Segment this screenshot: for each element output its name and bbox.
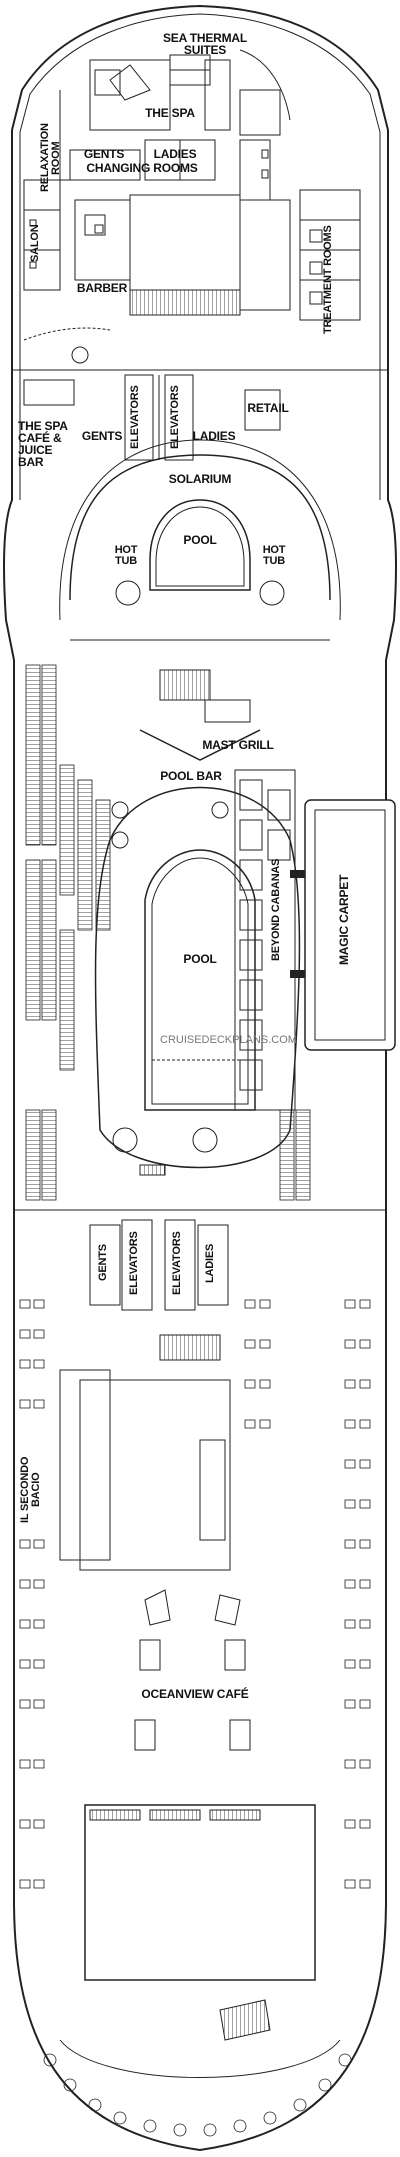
- buffet-stations: [134, 1589, 251, 1751]
- mast-grill-counter: [204, 699, 251, 723]
- gents-changing-label: GENTS: [83, 147, 125, 161]
- cabanas: [234, 769, 296, 1111]
- aft-deck-curve: [59, 2039, 341, 2078]
- elevators-fwd-2-label: ELEVATORS: [169, 385, 181, 449]
- elevator-bank-aft-2: [164, 1219, 196, 1311]
- watermark-text: CRUISEDECKPLANS.COM: [160, 1034, 297, 1046]
- main-pool-inner: [151, 857, 249, 1105]
- magic-carpet-platform: [304, 799, 396, 1051]
- aft-round-tables: [43, 2053, 352, 2137]
- il-secondo-bacio-label: IL SECONDO BACIO: [19, 1456, 42, 1524]
- relaxation-room-label: RELAXATION ROOM: [39, 123, 62, 193]
- main-pool: [144, 849, 256, 1111]
- beyond-cabanas-label: BEYOND CABANAS: [270, 858, 282, 962]
- gents-aft-room: [89, 1224, 121, 1306]
- sea-thermal-suites-label: SEA THERMAL SUITES: [162, 31, 248, 57]
- salon-barber-area: [23, 179, 361, 321]
- il-secondo-bacio-area: [59, 1369, 111, 1561]
- hot-tub-left-shape: [115, 580, 141, 606]
- elevator-bank-fwd-1: [124, 374, 154, 461]
- solarium-pool-label: POOL: [183, 533, 217, 547]
- salon-seating-arc: [23, 327, 111, 341]
- ladies-aft-room: [197, 1224, 229, 1306]
- solarium-label: SOLARIUM: [168, 472, 232, 486]
- stairs-mid: [159, 669, 211, 701]
- main-pool-label: POOL: [183, 952, 217, 966]
- oceanview-cafe-label: OCEANVIEW CAFÉ: [141, 1687, 249, 1701]
- aft-dining-band-1: [89, 1809, 141, 1821]
- pool-bar-counter: [139, 729, 261, 761]
- elevators-aft-2-label: ELEVATORS: [171, 1231, 183, 1295]
- dining-tables-left: [19, 1299, 45, 1889]
- spa-cafe-label: THE SPA CAFÉ & JUICE BAR: [18, 419, 68, 469]
- buffet-island: [199, 1439, 226, 1541]
- ladies-fwd-label: LADIES: [192, 429, 236, 443]
- pool-step: [139, 1164, 166, 1176]
- dining-tables-right: [244, 1299, 371, 1889]
- buffet-area-mid: [79, 1379, 231, 1571]
- spa-area: [40, 49, 291, 201]
- solarium-ring: [59, 439, 341, 621]
- aft-dining-band-2: [149, 1809, 201, 1821]
- magic-carpet-rail-bottom: [290, 970, 305, 978]
- bar-table-2: [111, 831, 129, 849]
- stairs-fwd: [129, 289, 241, 316]
- solarium-dome: [69, 454, 331, 601]
- hot-tub-aft-right: [192, 1127, 218, 1153]
- ladies-aft-label: LADIES: [204, 1243, 216, 1283]
- salon-label: SALON: [29, 224, 41, 262]
- hot-tub-right-label: HOT TUB: [262, 544, 286, 567]
- the-spa-label: THE SPA: [145, 106, 195, 120]
- hot-tub-right-shape: [259, 580, 285, 606]
- hull-inner-line: [19, 13, 381, 500]
- gents-aft-label: GENTS: [97, 1244, 109, 1282]
- barber-label: BARBER: [76, 281, 128, 295]
- aft-stair: [219, 1999, 271, 2041]
- hot-tub-aft-left: [112, 1127, 138, 1153]
- solarium-pool-inner: [155, 506, 245, 587]
- salon-planter: [71, 346, 89, 364]
- treatment-rooms-label: TREATMENT ROOMS: [322, 225, 334, 335]
- ladies-changing-label: LADIES: [153, 147, 197, 161]
- solarium-pool: [149, 499, 251, 591]
- magic-carpet-label: MAGIC CARPET: [337, 874, 351, 966]
- aft-dining-room: [84, 1804, 316, 1981]
- elevator-bank-aft-1: [121, 1219, 153, 1311]
- bar-table-3: [211, 801, 229, 819]
- magic-carpet-inner: [314, 809, 386, 1041]
- magic-carpet-rail-top: [290, 870, 305, 878]
- hot-tub-left-label: HOT TUB: [114, 544, 138, 567]
- aft-dining-band-3: [209, 1809, 261, 1821]
- retail-counter: [244, 389, 281, 431]
- spa-cafe-counter: [23, 379, 75, 406]
- stairs-aft: [159, 1334, 221, 1361]
- mast-grill-label: MAST GRILL: [202, 738, 274, 752]
- pool-bar-label: POOL BAR: [160, 769, 222, 783]
- retail-label: RETAIL: [247, 401, 289, 415]
- elevators-fwd-1-label: ELEVATORS: [129, 385, 141, 449]
- elevator-bank-fwd-2: [164, 374, 194, 461]
- elevators-aft-1-label: ELEVATORS: [128, 1231, 140, 1295]
- bar-table-1: [111, 801, 129, 819]
- gents-fwd-label: GENTS: [81, 429, 123, 443]
- changing-rooms-label: CHANGING ROOMS: [86, 161, 198, 175]
